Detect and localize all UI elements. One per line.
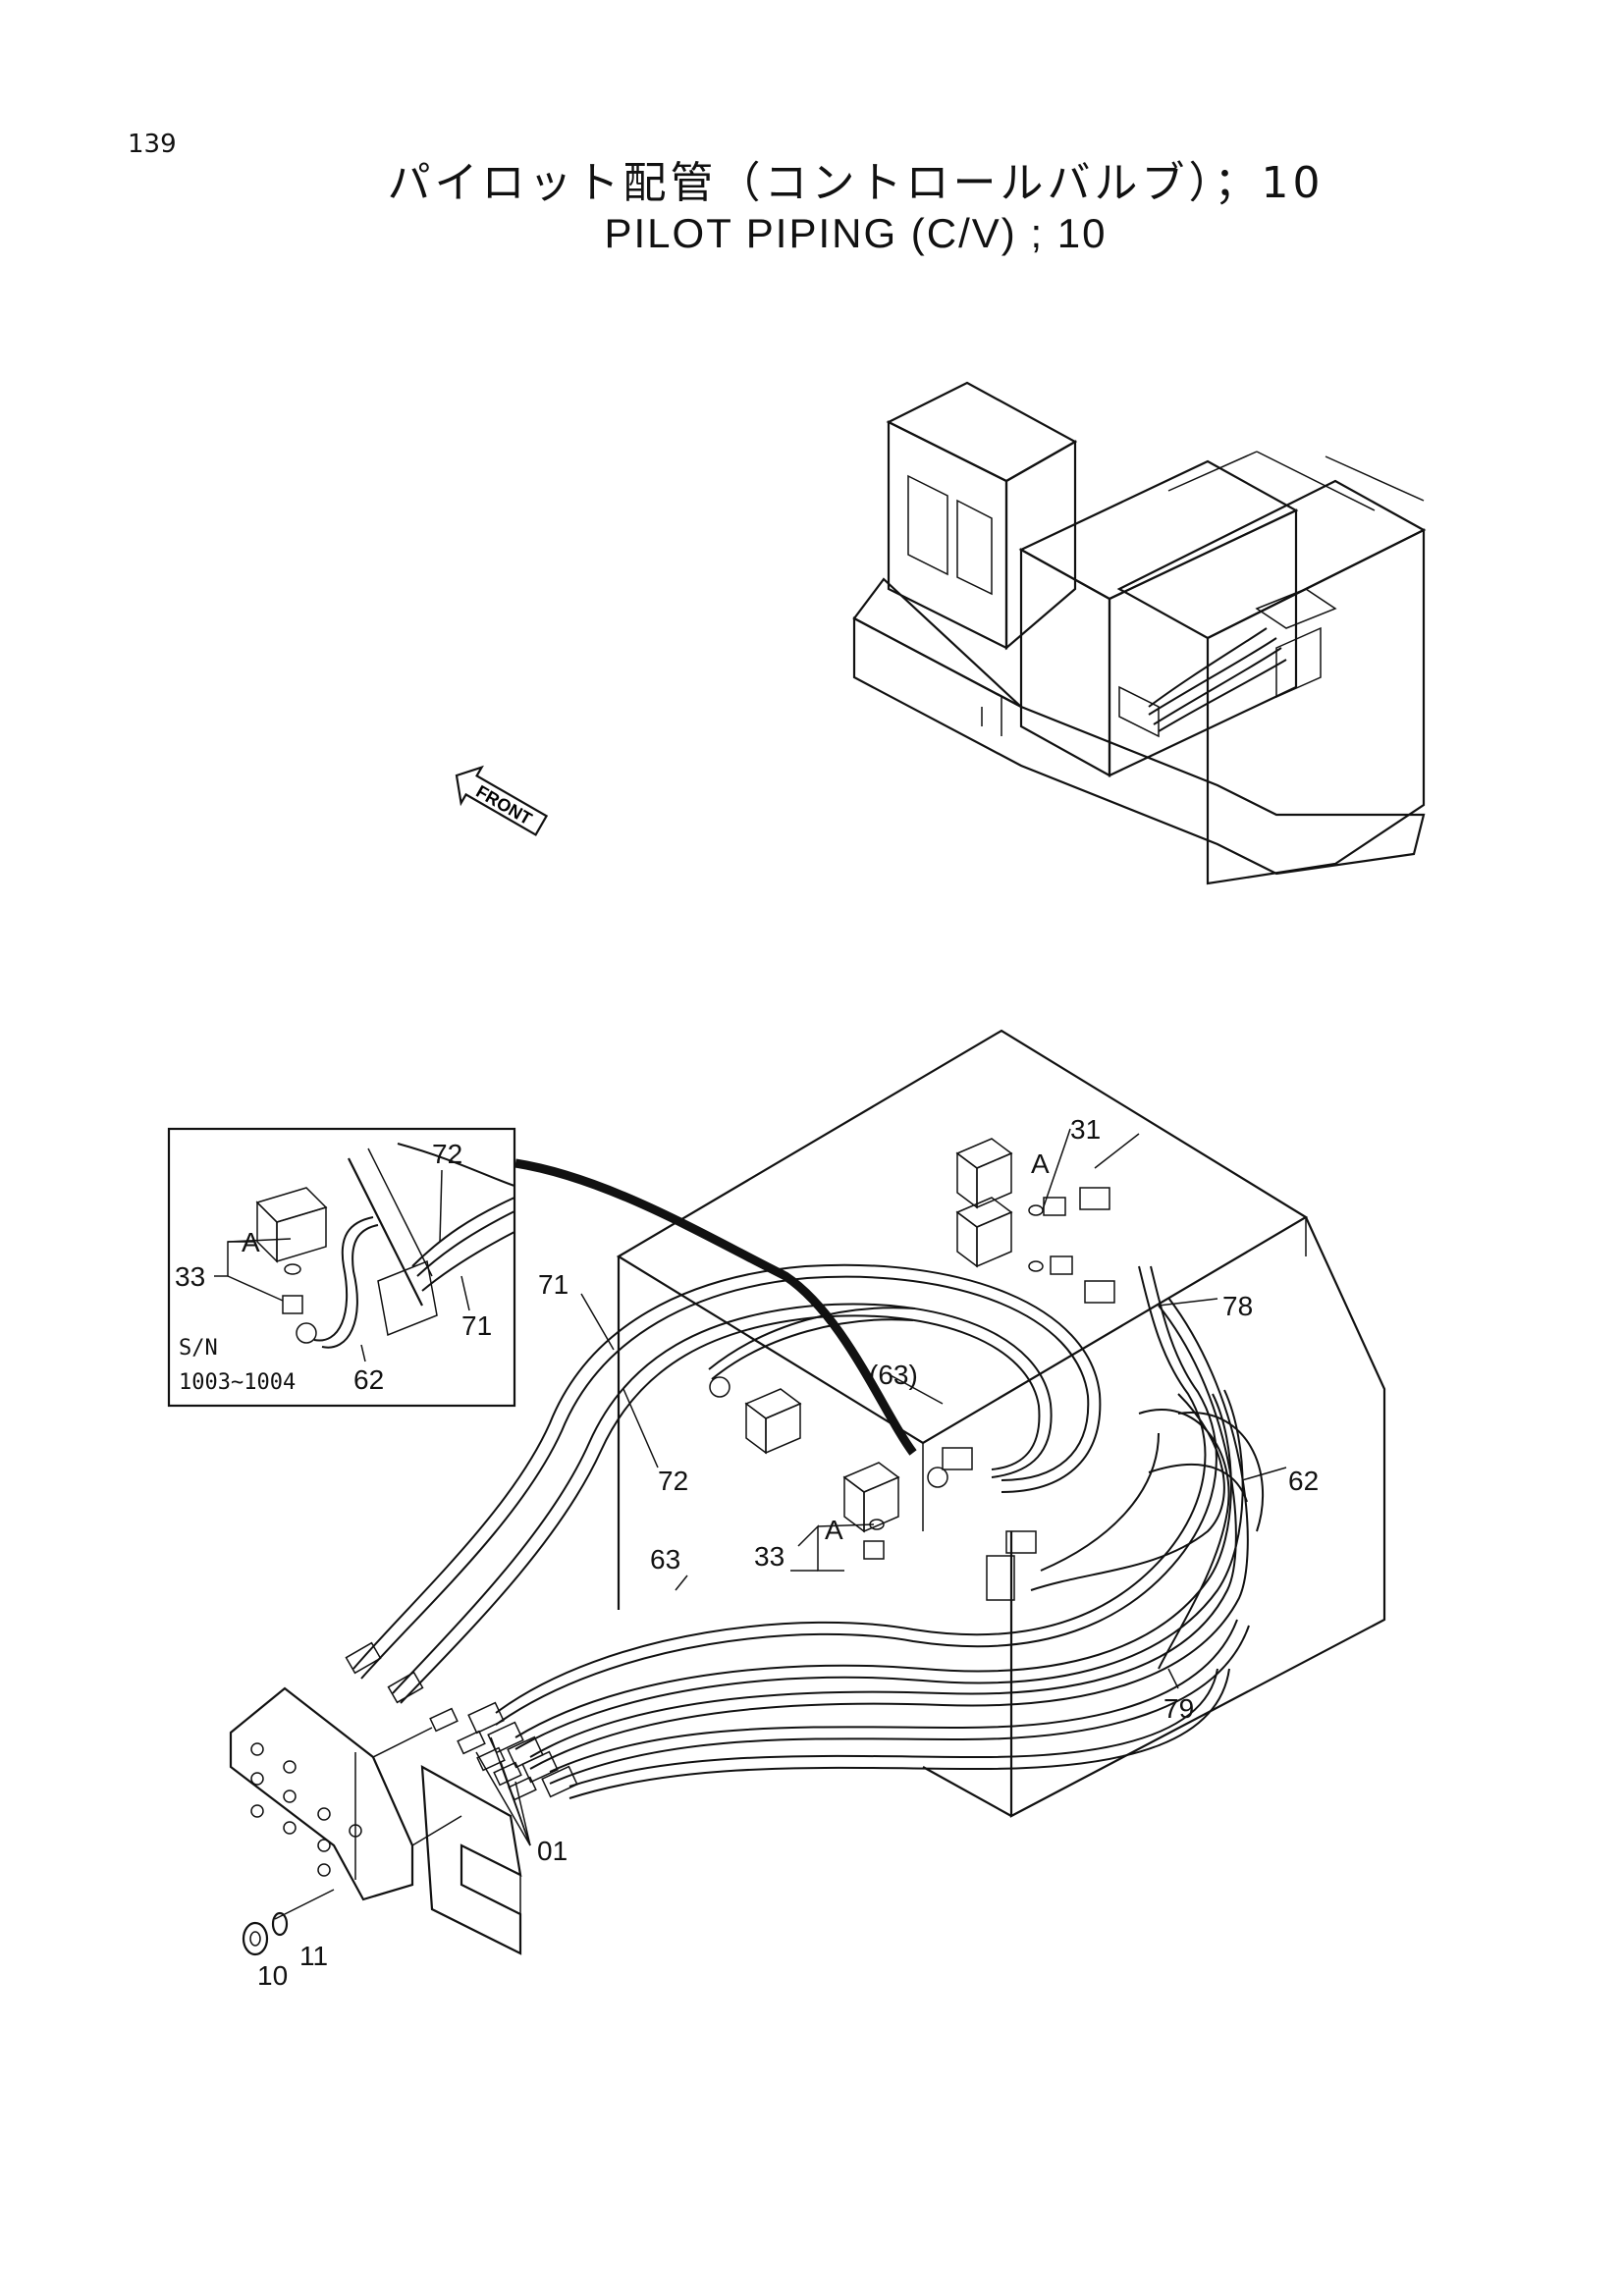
inset-callout-72: 72 [432,1139,462,1169]
callout-63: 63 [650,1544,680,1575]
inset-serial-label: S/N [179,1336,218,1361]
inset-callout-33: 33 [175,1261,205,1292]
inset-detail: 72 71 62 33 A S/N 1003~1004 [167,1127,516,1408]
solenoid-block-1 [955,1138,1013,1209]
callout-01: 01 [537,1836,568,1866]
callout-31: 31 [1070,1114,1101,1145]
hose-bundle [352,1263,1265,1799]
callout-11: 11 [299,1941,328,1971]
callout-78: 78 [1222,1291,1253,1321]
inset-callout-71: 71 [461,1310,492,1341]
nut-and-washer [242,1889,335,1956]
callout-71: 71 [538,1269,568,1300]
title-japanese: パイロット配管（コントロールバルブ）；10 [387,158,1325,208]
inset-callout-a: A [242,1227,260,1257]
callout-a-upper: A [1031,1148,1050,1179]
callout-10: 10 [257,1960,288,1991]
inset-connector-hose [514,1158,917,1456]
machine-overview [852,381,1427,885]
callout-79: 79 [1163,1693,1194,1724]
solenoid-block-2 [955,1197,1013,1268]
inset-callout-62: 62 [353,1364,384,1395]
callout-a-lower: A [825,1515,843,1545]
front-arrow: FRONT [455,765,549,836]
callout-63-parenthesized: (63) [869,1360,918,1390]
bracket-plate [229,1686,522,1955]
main-assembly [229,1029,1386,1956]
callout-33: 33 [754,1541,784,1572]
page-number: 139 [128,130,177,159]
solenoid-block-3 [744,1388,802,1455]
callout-62: 62 [1288,1466,1319,1496]
title-english: PILOT PIPING (C/V) ; 10 [604,210,1108,256]
callout-72: 72 [658,1466,688,1496]
inset-serial-range: 1003~1004 [179,1370,296,1395]
solenoid-block-4 [842,1462,900,1533]
